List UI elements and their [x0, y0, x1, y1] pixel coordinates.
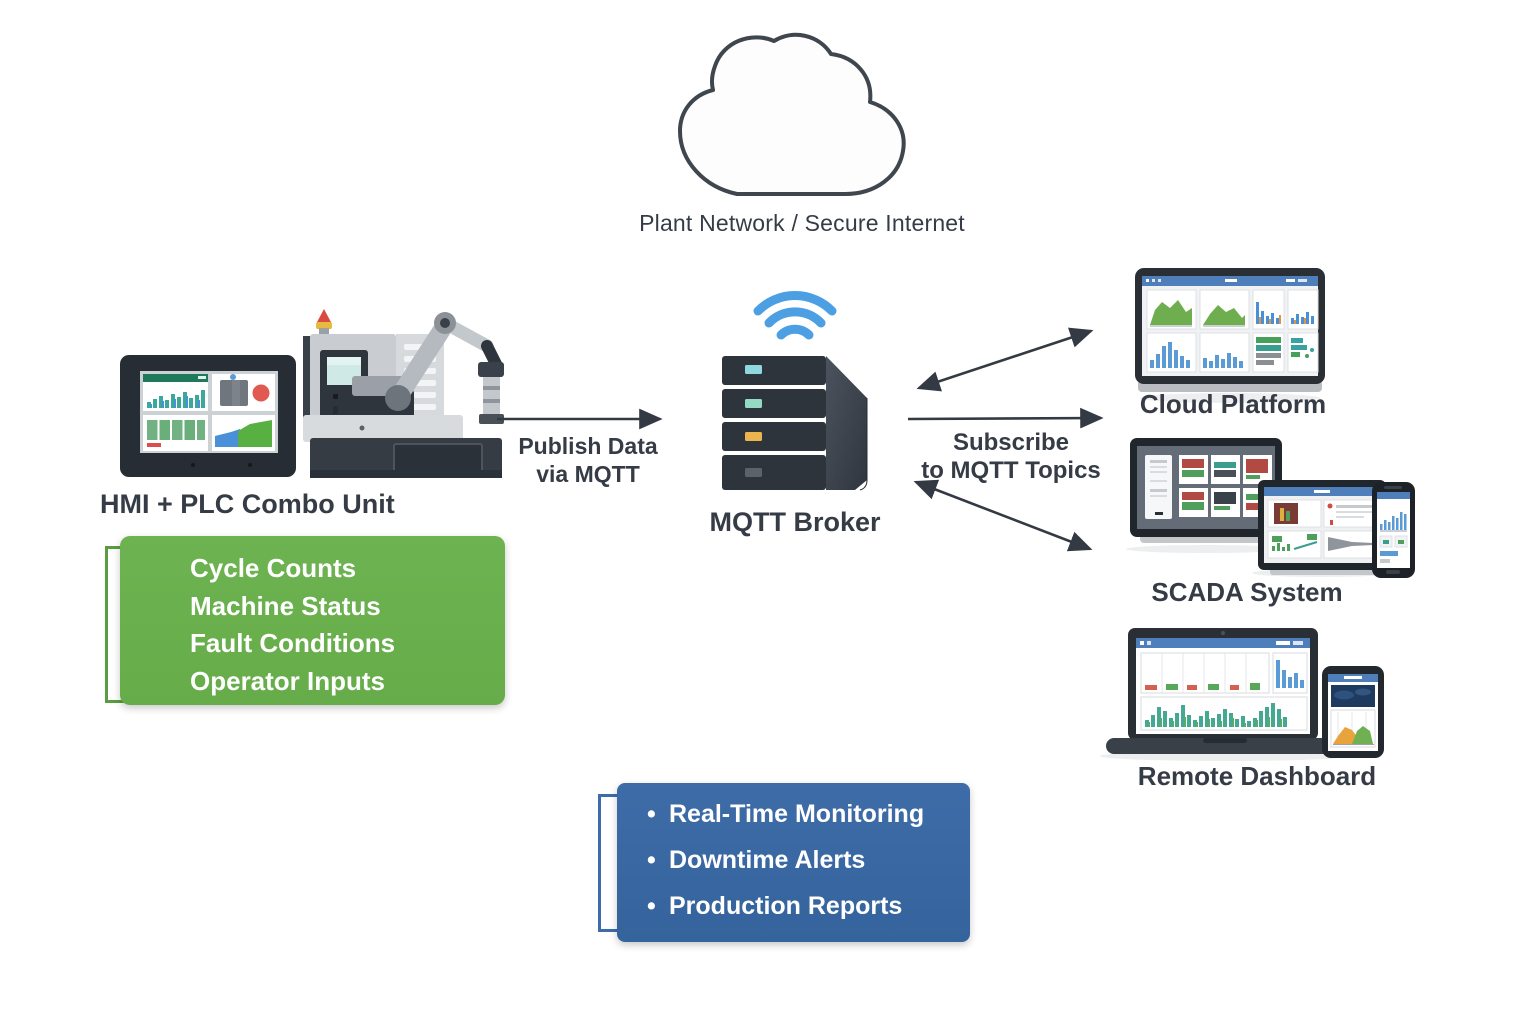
- bullet-glyph: •: [647, 846, 656, 874]
- subscribe-arrows: [907, 327, 1104, 552]
- scada-system-label: SCADA System: [1151, 577, 1343, 607]
- hmi-panel-icon: [120, 355, 296, 477]
- mqtt-broker-icon: [722, 356, 868, 491]
- published-data-item: Machine Status: [190, 590, 381, 621]
- subscribe-label-line1: Subscribe: [952, 429, 1070, 456]
- remote-dashboard-label: Remote Dashboard: [1137, 761, 1377, 791]
- cloud-platform-monitor-icon: [1135, 268, 1325, 403]
- publish-label-line1: Publish Data: [518, 433, 658, 459]
- machine-icon: [303, 309, 504, 478]
- publish-label: Publish Data via MQTT: [500, 432, 676, 488]
- bullet-glyph: •: [647, 800, 656, 828]
- bullet-glyph: •: [647, 892, 656, 920]
- published-data-item: Fault Conditions: [190, 628, 396, 658]
- cloud-platform-label: Cloud Platform: [1139, 389, 1327, 419]
- subscribe-label: Subscribe to MQTT Topics: [905, 429, 1117, 485]
- publish-label-line2: via MQTT: [536, 461, 640, 487]
- benefit-item: • Downtime Alerts: [647, 837, 970, 883]
- wifi-icon: [753, 291, 837, 340]
- phone-chart: [1379, 512, 1408, 563]
- benefits-box: • Real-Time Monitoring • Downtime Alerts •…: [617, 783, 970, 942]
- benefit-item: • Real-Time Monitoring: [647, 791, 970, 837]
- published-data-item: Operator Inputs: [190, 665, 386, 696]
- hmi-bar-chart: [147, 390, 205, 408]
- hmi-status-blocks: [147, 420, 205, 447]
- subscribe-label-line2: to MQTT Topics: [921, 457, 1101, 484]
- benefit-item: • Production Reports: [647, 883, 970, 929]
- mqtt-broker-label: MQTT Broker: [709, 507, 881, 537]
- benefit-item-label: Real-Time Monitoring: [669, 800, 925, 828]
- remote-dashboard-icon: [1100, 628, 1384, 761]
- benefit-item-label: Production Reports: [669, 892, 903, 920]
- published-data-box: Cycle Counts Machine Status Fault Condit…: [120, 536, 505, 705]
- published-data-item: Cycle Counts: [190, 553, 357, 583]
- scada-devices-icon: [1126, 438, 1415, 578]
- cloud-network-label: Plant Network / Secure Internet: [639, 210, 965, 236]
- cloud-icon: [678, 32, 906, 196]
- hmi-plc-label: HMI + PLC Combo Unit: [100, 489, 395, 519]
- benefit-item-label: Downtime Alerts: [669, 846, 866, 874]
